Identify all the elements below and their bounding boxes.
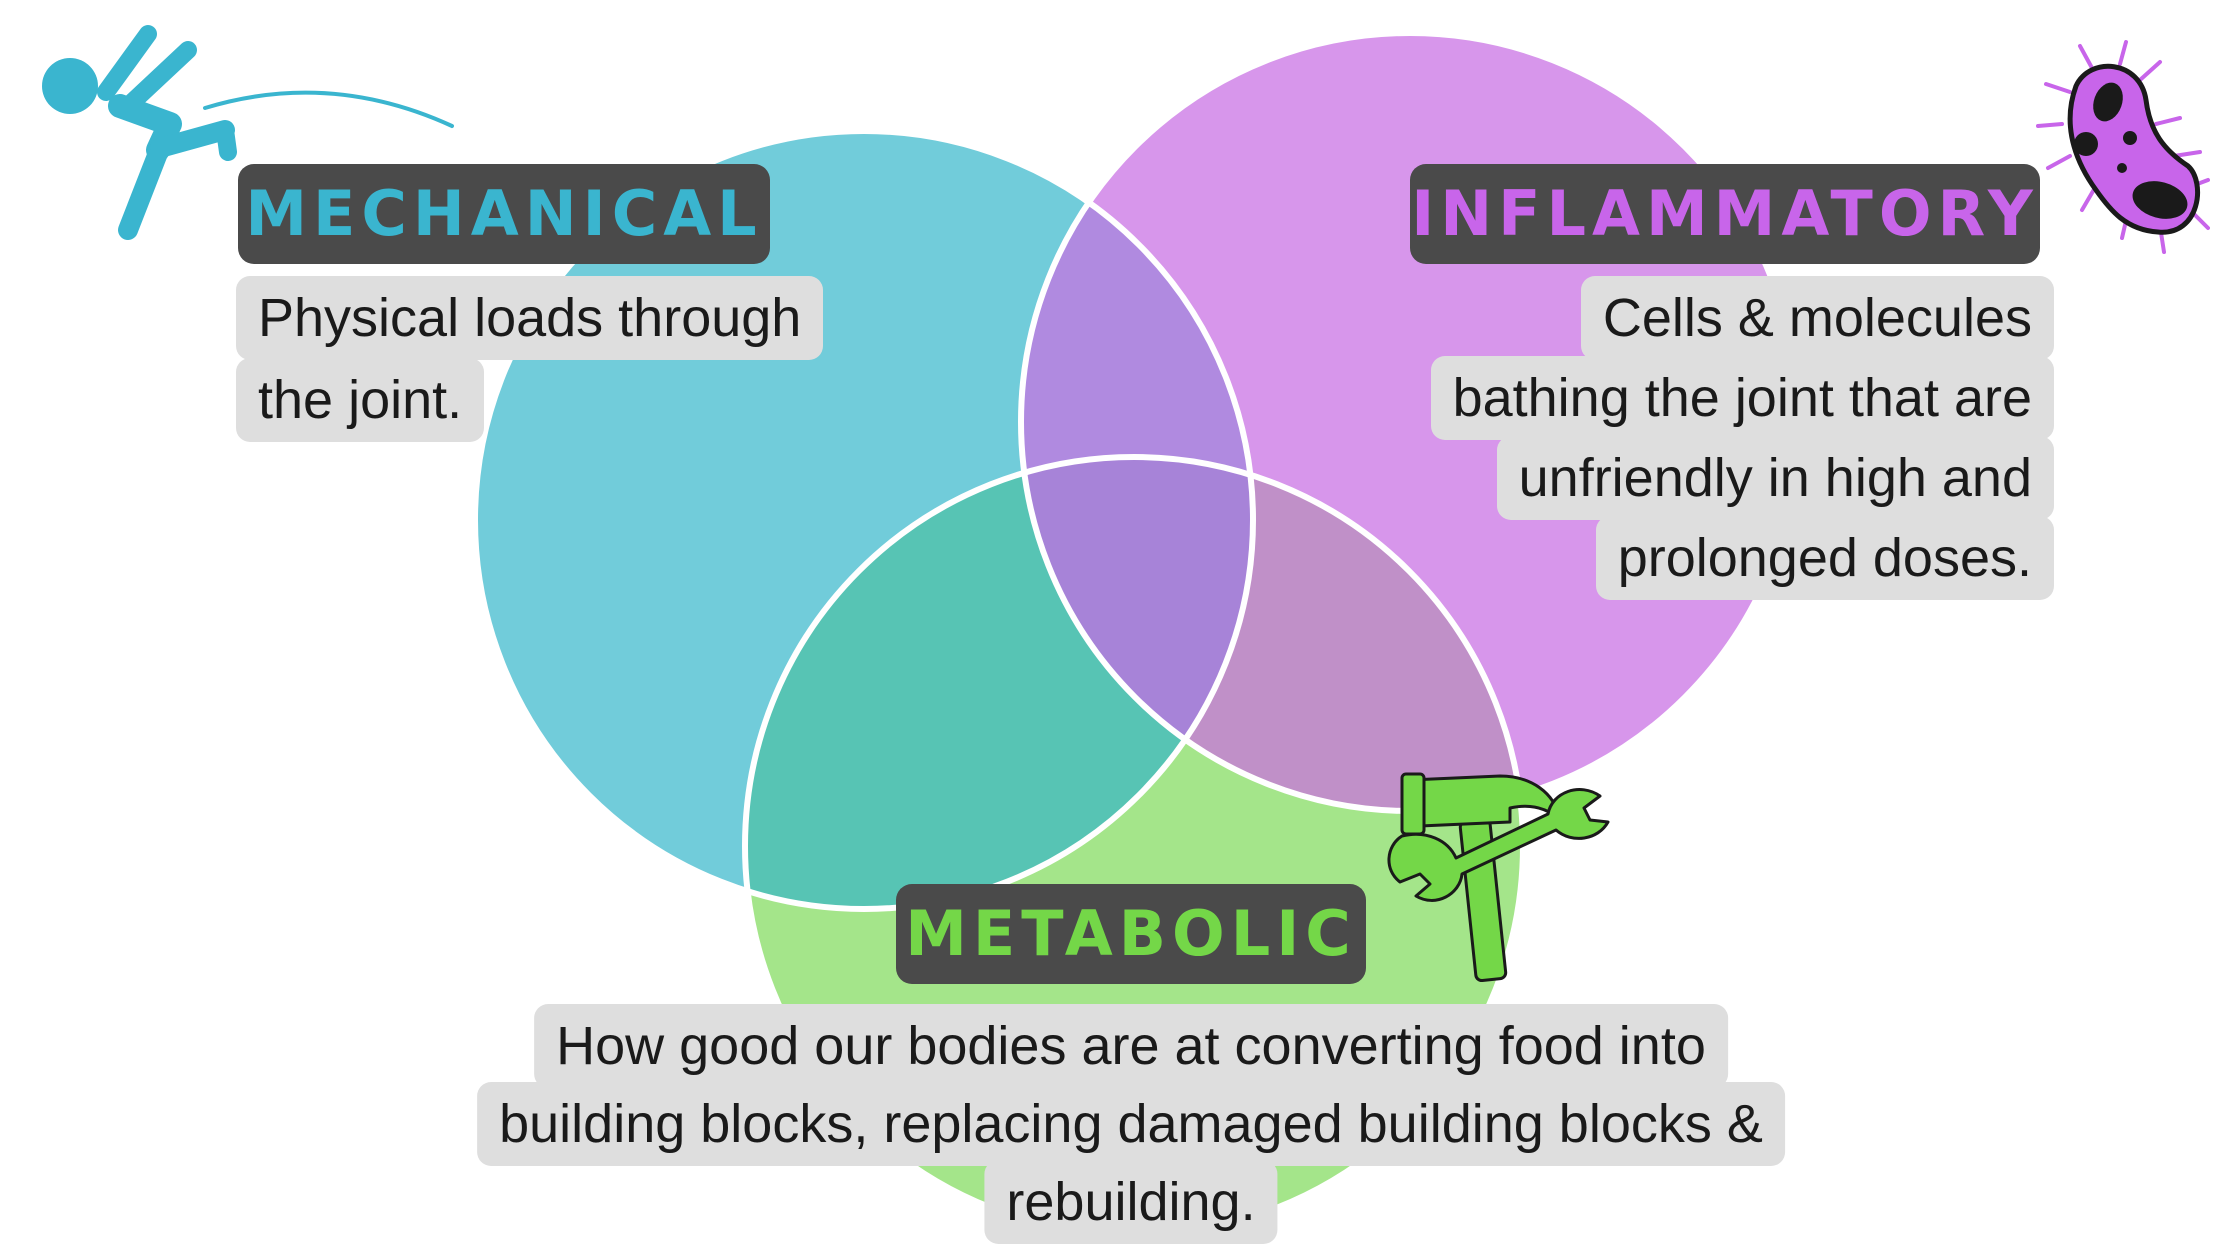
mechanical-outline [472, 128, 1256, 912]
inflammatory-metabolic-overlap [1021, 457, 1523, 811]
inflammatory-description-line-3: unfriendly in high and [1496, 436, 2054, 520]
inflammatory-description-line-1: Cells & molecules [1580, 276, 2054, 360]
bacteria-icon [2036, 40, 2210, 254]
metabolic-description-line-2: building blocks, replacing damaged build… [477, 1082, 1785, 1166]
jumping-person-icon [42, 25, 454, 240]
metabolic-description-line-3: rebuilding. [984, 1160, 1278, 1244]
metabolic-title: METABOLIC [896, 884, 1366, 984]
mechanical-description-line-2: the joint. [236, 358, 485, 442]
inflammatory-description-line-2: bathing the joint that are [1430, 356, 2054, 440]
hammer-wrench-icon [1387, 772, 1610, 983]
mechanical-description-line-1: Physical loads through [236, 276, 824, 360]
metabolic-description-line-1: How good our bodies are at converting fo… [534, 1004, 1728, 1088]
inflammatory-title: INFLAMMATORY [1410, 164, 2040, 264]
mechanical-title: MECHANICAL [238, 164, 770, 264]
inflammatory-description-line-4: prolonged doses. [1595, 516, 2054, 600]
